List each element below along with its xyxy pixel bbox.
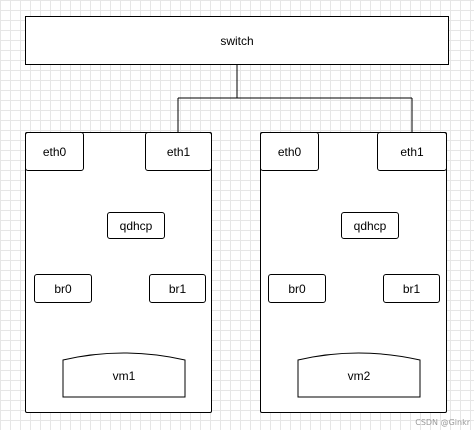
host1-br0-label: br0 [54,281,72,296]
host2-br1-label: br1 [402,281,421,296]
host1-qdhcp: qdhcp [107,212,165,239]
host2-eth1: eth1 [377,132,447,171]
host1-br1: br1 [149,274,206,303]
vm2-shape [297,352,421,398]
host1-qdhcp-label: qdhcp [119,218,153,233]
switch-label: switch [220,33,254,48]
host2-qdhcp-label: qdhcp [353,218,387,233]
host2-br0-label: br0 [288,281,306,296]
host1-eth0: eth0 [25,132,84,171]
host2-br0: br0 [268,274,326,303]
host2-eth1-label: eth1 [400,144,424,159]
watermark: CSDN @Ginkr [415,418,470,427]
host2-br1: br1 [383,274,440,303]
host1-eth1-label: eth1 [166,144,191,159]
host2-eth0: eth0 [260,132,319,171]
host1-br1-label: br1 [168,281,187,296]
host2-eth0-label: eth0 [277,144,302,159]
vm1-label: vm1 [112,369,136,383]
switch-node: switch [25,16,449,65]
host1-eth0-label: eth0 [42,144,67,159]
host1-eth1: eth1 [145,132,212,171]
host1-br0: br0 [34,274,92,303]
vm2-label: vm2 [347,369,371,383]
host2-qdhcp: qdhcp [341,212,399,239]
vm1-shape [62,352,186,398]
